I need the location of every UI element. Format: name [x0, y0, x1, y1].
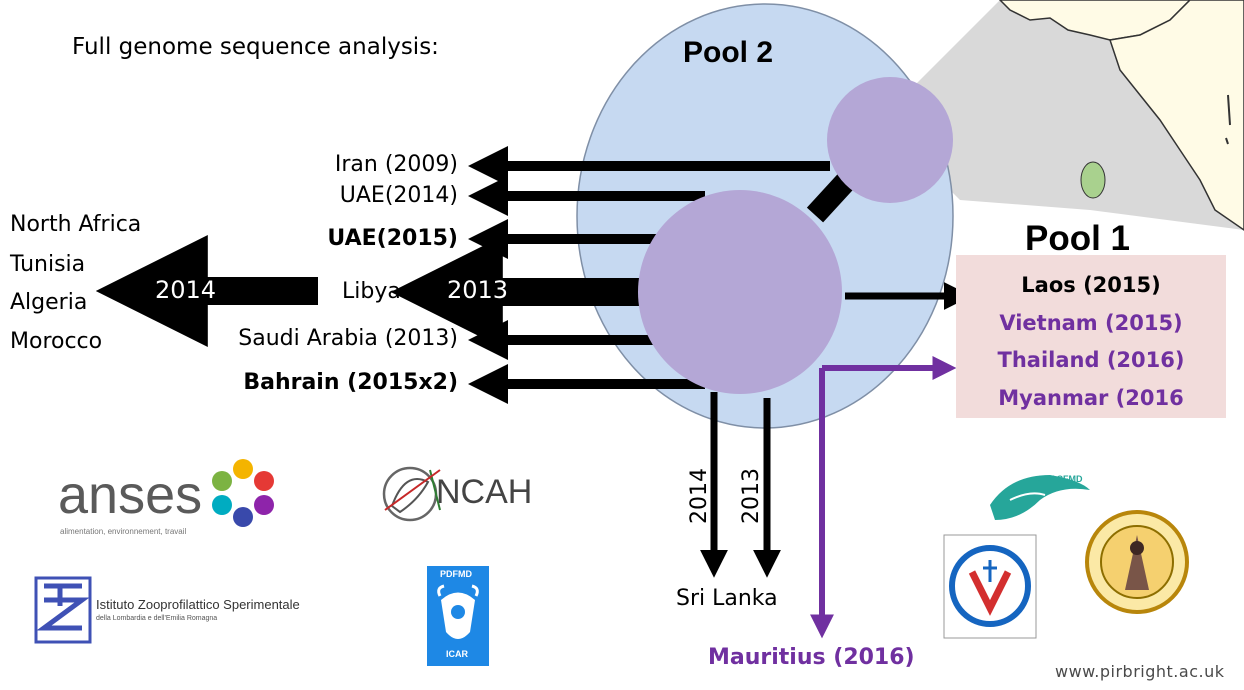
izs-line-1: Istituto Zooprofilattico Sperimentale: [96, 597, 300, 612]
label-bahrain: Bahrain (2015x2): [243, 370, 458, 395]
website-url[interactable]: www.pirbright.ac.uk: [1055, 662, 1225, 681]
pool1-country-myanmar: Myanmar (2016: [998, 386, 1184, 410]
label-mauritius: Mauritius (2016): [708, 645, 915, 670]
anses-tagline: alimentation, environnement, travail: [60, 527, 187, 536]
label-sri-lanka: Sri Lanka: [676, 586, 778, 611]
seacfmd-logo: [990, 475, 1090, 520]
label-libya: Libya: [342, 279, 401, 304]
india-land-body: [1109, 0, 1244, 231]
heading: Full genome sequence analysis:: [72, 34, 439, 60]
pool1-country-thailand: Thailand (2016): [997, 348, 1185, 372]
map-detail-marks: [1225, 94, 1231, 145]
label-uae2015: UAE(2015): [327, 226, 458, 251]
india-map: [880, 0, 1244, 231]
small-node: [827, 77, 953, 203]
sri-lanka-map-shape: [1080, 161, 1106, 199]
ncah-emblem: [382, 466, 441, 522]
label-saudi: Saudi Arabia (2013): [238, 326, 458, 351]
label-uae2014: UAE(2014): [339, 183, 458, 208]
label-srilanka-year-2014: 2014: [687, 468, 712, 524]
vietnam-dah-logo: [943, 534, 1037, 639]
label-iran: Iran (2009): [334, 152, 458, 177]
north-africa-line-2: Tunisia: [10, 252, 86, 277]
big-node: [638, 190, 842, 394]
izs-logo: [34, 576, 92, 644]
pdfmd-bottom-text: ICAR: [446, 649, 468, 659]
pdfmd-top-text: PDFMD: [440, 569, 472, 579]
north-africa-line-4: Morocco: [10, 329, 103, 354]
pool1-country-vietnam: Vietnam (2015): [999, 311, 1183, 335]
ncah-wordmark: NCAH: [436, 473, 533, 511]
pool2-label: Pool 2: [683, 36, 774, 69]
label-north-africa-year: 2014: [155, 276, 217, 304]
label-libya-year: 2013: [447, 276, 509, 304]
seacfmd-text: SEACFMD: [1038, 474, 1083, 484]
anses-logo: [212, 459, 274, 527]
pool1-country-laos: Laos (2015): [1021, 273, 1161, 297]
north-africa-line-3: Algeria: [10, 290, 88, 315]
pdfmd-logo: [427, 566, 489, 666]
label-srilanka-year-2013: 2013: [739, 468, 764, 524]
north-africa-line-1: North Africa: [10, 212, 142, 237]
pool1-label: Pool 1: [1025, 219, 1131, 258]
pool1-box: [956, 255, 1226, 418]
izs-line-2: della Lombardia e dell'Emilia Romagna: [96, 615, 218, 622]
anses-wordmark: anses: [58, 465, 203, 525]
thailand-dld-emblem: [1085, 510, 1189, 614]
